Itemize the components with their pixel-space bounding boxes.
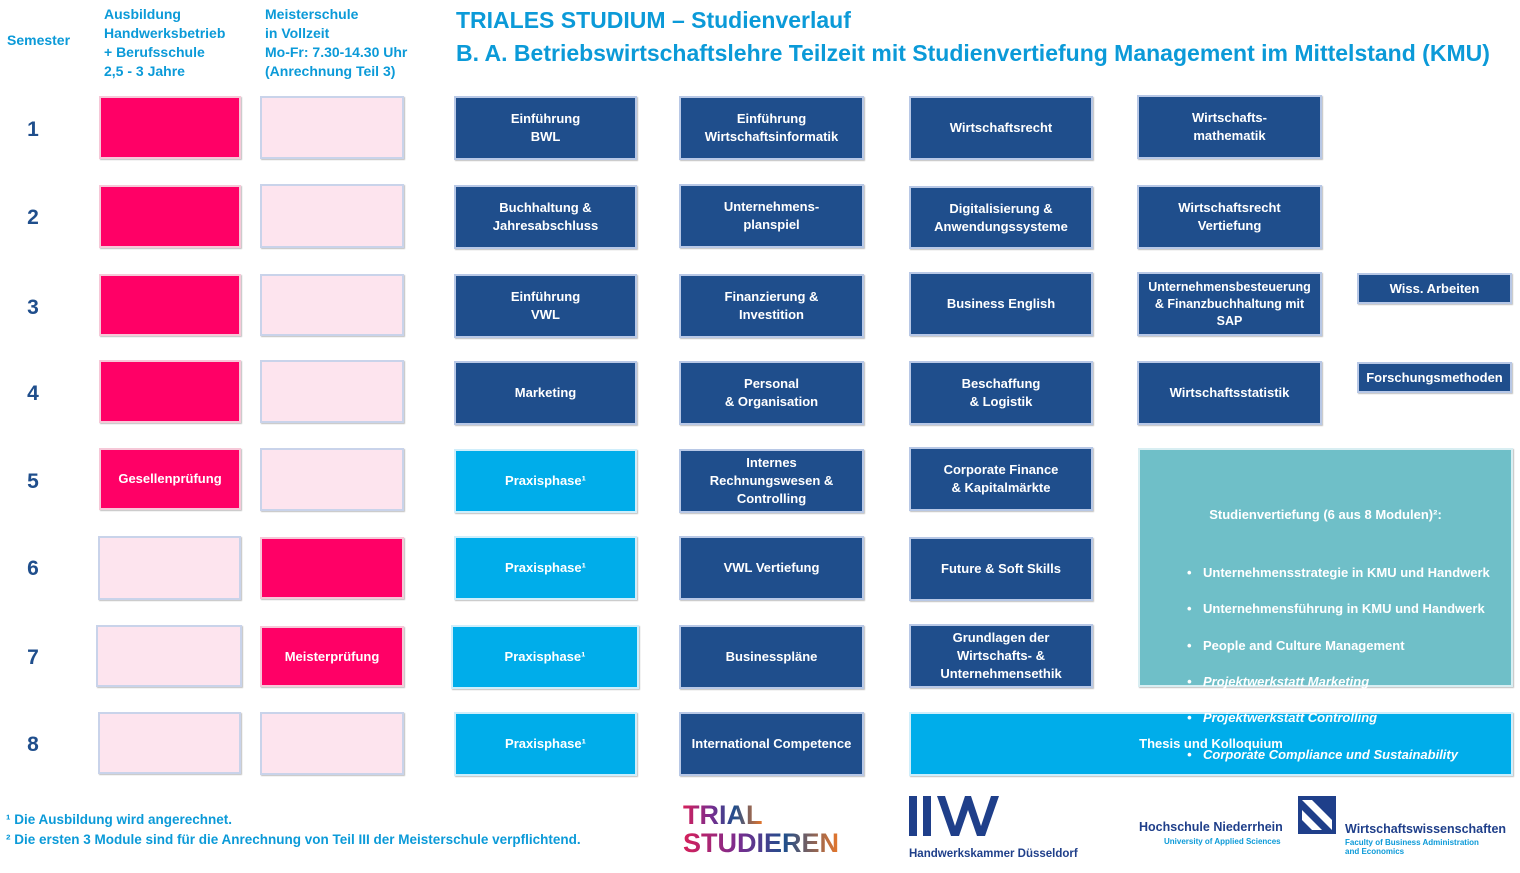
meisterschule-empty-block — [260, 274, 404, 336]
module-praxisphase: Praxisphase¹ — [451, 625, 639, 689]
studienvertiefung-box: Studienvertiefung (6 aus 8 Modulen)²: Un… — [1138, 448, 1513, 837]
module-corporate-finance: Corporate Finance & Kapitalmärkte — [909, 447, 1093, 511]
ww-subtitle-1: Faculty of Business Administration — [1345, 838, 1479, 847]
studienvertiefung-list: Unternehmensstrategie in KMU und Handwer… — [1140, 546, 1511, 855]
gesellenpruefung-block: Gesellenprüfung — [99, 448, 241, 510]
ww-logo: Wirtschaftswissenschaften Faculty of Bus… — [1345, 822, 1520, 856]
list-item: Unternehmensführung in KMU und Handwerk — [1187, 600, 1511, 618]
module-buchhaltung-jahresabschluss: Buchhaltung & Jahresabschluss — [454, 185, 637, 249]
ausbildung-empty-block — [98, 712, 241, 774]
meisterschule-empty-block — [260, 360, 404, 423]
module-forschungsmethoden: Forschungsmethoden — [1357, 362, 1512, 393]
footnote-1: ¹ Die Ausbildung wird angerechnet. — [6, 812, 233, 827]
module-praxisphase: Praxisphase¹ — [454, 536, 637, 600]
hwk-logo: Handwerkskammer Düsseldorf — [909, 796, 1084, 860]
footnote-2: ² Die ersten 3 Module sind für die Anrec… — [6, 832, 581, 847]
trial-logo-line2: STUDIEREN — [683, 828, 839, 855]
module-internes-rechnungswesen-controlling: Internes Rechnungswesen & Controlling — [679, 449, 864, 513]
semester-number: 7 — [27, 646, 39, 669]
semester-number: 8 — [27, 733, 39, 756]
page-subtitle: B. A. Betriebswirtschaftslehre Teilzeit … — [456, 40, 1490, 66]
list-item: Projektwerkstatt Marketing — [1187, 673, 1511, 691]
hwk-caption: Handwerkskammer Düsseldorf — [909, 848, 1078, 860]
module-wiss-arbeiten: Wiss. Arbeiten — [1357, 273, 1512, 304]
module-praxisphase: Praxisphase¹ — [454, 449, 637, 513]
module-vwl-vertiefung: VWL Vertiefung — [679, 536, 864, 600]
module-grundlagen-ethik: Grundlagen der Wirtschafts- & Unternehme… — [909, 624, 1093, 688]
meisterschule-block — [260, 537, 404, 599]
page-title: TRIALES STUDIUM – Studienverlauf — [456, 7, 851, 33]
module-unternehmensbesteuerung-sap: Unternehmensbesteuerung & Finanzbuchhalt… — [1137, 272, 1322, 336]
meister-header-line: in Vollzeit — [265, 25, 330, 41]
semester-number: 2 — [27, 206, 39, 229]
list-item: Projektwerkstatt Controlling — [1187, 709, 1511, 727]
module-digitalisierung-anwendungssysteme: Digitalisierung & Anwendungssysteme — [909, 186, 1093, 249]
ausbildung-column-header: Ausbildung Handwerksbetrieb + Berufsschu… — [104, 5, 225, 81]
studienvertiefung-title: Studienvertiefung (6 aus 8 Modulen)²: — [1209, 507, 1442, 523]
module-wirtschaftsrecht-vertiefung: Wirtschaftsrecht Vertiefung — [1137, 185, 1322, 249]
ausbildung-header-line: + Berufsschule — [104, 44, 205, 60]
ausbildung-block — [99, 360, 241, 423]
semester-number: 3 — [27, 296, 39, 319]
module-wirtschaftsstatistik: Wirtschaftsstatistik — [1137, 361, 1322, 425]
hn-mark-icon — [1298, 796, 1338, 834]
module-beschaffung-logistik: Beschaffung & Logistik — [909, 361, 1093, 425]
ausbildung-block — [99, 185, 241, 248]
semester-number: 1 — [27, 118, 39, 141]
meister-header-line: Meisterschule — [265, 6, 359, 22]
list-item: Geschäftsprozessmanagement — [1187, 782, 1511, 800]
module-einfuehrung-vwl: Einführung VWL — [454, 274, 637, 338]
meisterschule-column-header: Meisterschule in Vollzeit Mo-Fr: 7.30-14… — [265, 5, 407, 81]
module-wirtschaftsrecht: Wirtschaftsrecht — [909, 96, 1093, 160]
module-future-soft-skills: Future & Soft Skills — [909, 537, 1093, 601]
ww-name: Wirtschaftswissenschaften — [1345, 822, 1507, 836]
module-international-competence: International Competence — [679, 712, 864, 776]
ausbildung-empty-block — [96, 625, 242, 687]
module-einfuehrung-bwl: Einführung BWL — [454, 96, 637, 160]
meister-header-line: Mo-Fr: 7.30-14.30 Uhr — [265, 44, 408, 60]
hn-subtitle: University of Applied Sciences — [1164, 837, 1281, 846]
hn-logo: Hochschule Niederrhein University of App… — [1139, 820, 1289, 846]
module-personal-organisation: Personal & Organisation — [679, 361, 864, 425]
meisterschule-empty-block — [260, 184, 404, 248]
meisterpruefung-block: Meisterprüfung — [260, 626, 404, 687]
module-marketing: Marketing — [454, 361, 637, 425]
module-finanzierung-investition: Finanzierung & Investition — [679, 274, 864, 338]
hn-mark-graphic — [1298, 796, 1336, 834]
trial-logo-line1: TRIAL — [683, 800, 762, 830]
ausbildung-header-line: 2,5 - 3 Jahre — [104, 63, 185, 79]
module-businessplaene: Businesspläne — [679, 625, 864, 689]
meisterschule-empty-block — [260, 448, 404, 511]
semester-number: 5 — [27, 470, 39, 493]
module-praxisphase: Praxisphase¹ — [454, 712, 637, 776]
module-einfuehrung-wirtschaftsinformatik: Einführung Wirtschaftsinformatik — [679, 96, 864, 160]
trial-studieren-logo-graphic: TRIAL STUDIEREN — [683, 800, 839, 858]
ausbildung-header-line: Handwerksbetrieb — [104, 25, 226, 41]
ausbildung-block — [99, 96, 241, 159]
semester-number: 4 — [27, 382, 39, 405]
module-business-english: Business English — [909, 272, 1093, 336]
ausbildung-empty-block — [98, 536, 241, 600]
ausbildung-block — [99, 274, 241, 336]
list-item: Corporate Compliance und Sustainability — [1187, 746, 1511, 764]
semester-column-header: Semester — [7, 32, 71, 48]
module-wirtschaftsmathematik: Wirtschafts- mathematik — [1137, 95, 1322, 159]
ausbildung-header-line: Ausbildung — [104, 6, 181, 22]
trial-studieren-logo: TRIAL STUDIEREN — [683, 800, 848, 858]
semester-number: 6 — [27, 557, 39, 580]
module-unternehmensplanspiel: Unternehmens- planspiel — [679, 184, 864, 248]
meisterschule-empty-block — [260, 712, 404, 775]
list-item: People and Culture Management — [1187, 637, 1511, 655]
hwk-logo-mark-icon — [909, 796, 999, 836]
ww-subtitle-2: and Economics — [1345, 847, 1405, 856]
hn-name: Hochschule Niederrhein — [1139, 820, 1283, 834]
meister-header-line: (Anrechnung Teil 3) — [265, 63, 396, 79]
meisterschule-empty-block — [260, 96, 404, 159]
list-item: Unternehmensstrategie in KMU und Handwer… — [1187, 564, 1511, 582]
